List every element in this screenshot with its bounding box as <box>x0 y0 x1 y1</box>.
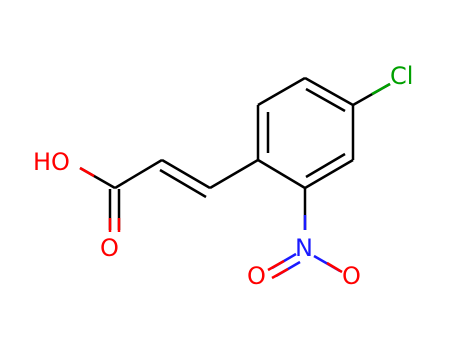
ring-bond-5 <box>304 158 354 190</box>
bond-oh-carbon-red <box>79 166 95 178</box>
bond-c-cl-green <box>371 82 391 96</box>
ring-bond-2 <box>257 76 306 107</box>
ring-bond-6 <box>257 158 306 190</box>
bond-n-o-left-b-red <box>271 267 289 280</box>
hydroxyl-label: HO <box>33 148 70 176</box>
ring-bond-3 <box>304 76 354 107</box>
ring-bond-3-inner <box>305 87 346 113</box>
bond-c1-c2 <box>114 158 163 190</box>
bond-c2-c3-b <box>159 168 207 199</box>
chlorine-label: Cl <box>390 62 413 90</box>
bond-c2-c3-a <box>161 158 211 190</box>
carbonyl-oxygen-label: O <box>100 234 119 262</box>
bond-n-o-right-red <box>326 261 343 274</box>
nitro-oxygen-right-label: O <box>342 262 361 290</box>
ring-bond-5-inner <box>305 152 346 179</box>
bond-n-o-left-a-red <box>267 259 285 272</box>
nitro-nitrogen-label: N <box>295 234 313 262</box>
nitro-oxygen-left-label: O <box>247 262 266 290</box>
bond-c3-ring <box>209 158 259 190</box>
